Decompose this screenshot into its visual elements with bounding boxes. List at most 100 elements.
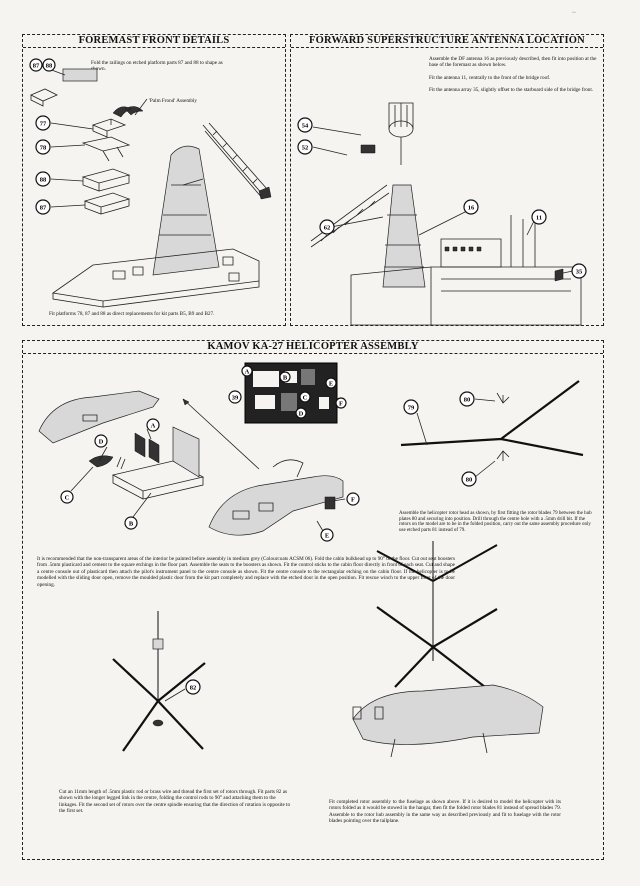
- svg-text:88: 88: [46, 63, 53, 70]
- forward-drawing: 54 52 62 16 11 35: [297, 102, 587, 326]
- svg-text:E: E: [325, 533, 329, 540]
- svg-text:16: 16: [468, 205, 475, 212]
- svg-text:78: 78: [40, 145, 47, 152]
- callout-11: 11: [531, 209, 547, 225]
- foremast-panel: FOREMAST FRONT DETAILS Fold the railings…: [22, 34, 286, 326]
- svg-text:C: C: [65, 495, 70, 502]
- callout-35: 35: [571, 263, 587, 279]
- fret-letter-e: E: [325, 377, 337, 389]
- svg-text:87: 87: [33, 63, 40, 70]
- forward-note-1: Assemble the DF antenna 16 as previously…: [429, 56, 597, 69]
- foremast-instruction-top: Fold the railings on etched platform par…: [91, 60, 223, 73]
- fret-callout-39: 39: [228, 390, 242, 404]
- helicopter-final: [352, 684, 544, 745]
- svg-text:87: 87: [40, 205, 47, 212]
- callout-78: 78: [35, 139, 51, 155]
- rotor-head-text: Assemble the helicopter rotor head as sh…: [399, 511, 592, 533]
- fuselage-interior: [38, 390, 160, 444]
- svg-text:82: 82: [190, 685, 197, 692]
- rotor-blades-79: [400, 380, 584, 457]
- seats: [134, 432, 160, 464]
- instrument-panel: [88, 455, 114, 468]
- svg-text:39: 39: [232, 395, 239, 402]
- svg-text:F: F: [351, 497, 355, 504]
- callout-80-lower: 80: [461, 471, 477, 487]
- svg-text:54: 54: [302, 123, 309, 130]
- foremast-instruction-bottom: Fit platforms 78, 87 and 88 as direct re…: [49, 311, 215, 317]
- svg-text:88: 88: [40, 177, 47, 184]
- bridge-roof-detail: [440, 238, 502, 268]
- interior-text: It is recommended that the non-transpare…: [37, 556, 455, 588]
- callout-87: 87: [29, 58, 43, 72]
- forward-foremast: [382, 184, 426, 288]
- railing-platform-87: [83, 192, 131, 215]
- callout-52: 52: [297, 139, 313, 155]
- fret-letter-d: D: [295, 407, 307, 419]
- rotor-set-lower: [112, 658, 206, 752]
- platform-78: [81, 136, 131, 162]
- etched-door: [324, 496, 336, 510]
- forward-title: FORWARD SUPERSTRUCTURE ANTENNA LOCATION: [291, 35, 603, 48]
- part-letter-c: C: [60, 490, 74, 504]
- rotor-set-folded: [376, 606, 498, 688]
- callout-79: 79: [403, 399, 419, 415]
- foremast-drawing: 87 88 77 78 88 87: [29, 58, 272, 308]
- svg-text:B: B: [129, 521, 134, 528]
- fret-letter-c: C: [299, 391, 311, 403]
- callout-88-lower: 88: [35, 171, 51, 187]
- helicopter-fuselage: [208, 475, 344, 536]
- cabin-bulkhead: [172, 426, 200, 478]
- callout-62: 62: [319, 219, 335, 235]
- callout-77: 77: [35, 115, 51, 131]
- callout-80-upper: 80: [459, 391, 475, 407]
- part-letter-a: A: [146, 418, 160, 432]
- forward-crane: [310, 184, 390, 248]
- palm-frond: [112, 106, 144, 118]
- svg-text:62: 62: [324, 225, 331, 232]
- svg-text:C: C: [303, 395, 308, 402]
- platform-77: [91, 118, 127, 138]
- crane-arm: [202, 122, 268, 200]
- part-letter-b: B: [124, 516, 138, 530]
- foremast-tower: [152, 145, 220, 276]
- page-mark: ~: [572, 9, 576, 17]
- svg-text:D: D: [99, 439, 104, 446]
- svg-text:F: F: [339, 401, 343, 408]
- forward-note-2: Fit the antenna 11, centrally to the fro…: [429, 75, 551, 81]
- kamov-drawing: 39 A B C D E F A D C B F E 80 79 80 82: [38, 362, 584, 758]
- platform-part: [30, 88, 58, 107]
- svg-text:80: 80: [466, 477, 473, 484]
- svg-text:11: 11: [536, 215, 542, 222]
- callout-16: 16: [463, 199, 479, 215]
- palm-frond-label: 'Palm Frond' Assembly: [149, 98, 197, 104]
- forward-note-3: Fit the antenna array 35, slightly offse…: [429, 87, 594, 93]
- kamov-title: KAMOV KA-27 HELICOPTER ASSEMBLY: [23, 341, 603, 354]
- svg-text:77: 77: [40, 121, 47, 128]
- fret-letter-b: B: [279, 371, 291, 383]
- final-text: Fit completed rotor assembly to the fuse…: [329, 799, 561, 825]
- svg-text:A: A: [151, 423, 156, 430]
- callout-54: 54: [297, 117, 313, 133]
- svg-text:79: 79: [408, 405, 415, 412]
- callout-82: 82: [185, 679, 201, 695]
- svg-text:A: A: [245, 369, 250, 376]
- callout-88: 88: [42, 58, 56, 72]
- part-letter-e: E: [320, 528, 334, 542]
- rod-text: Cut an 11mm length of .5mm plastic rod o…: [59, 789, 291, 815]
- etched-platform: [62, 68, 98, 82]
- fret-letter-a: A: [241, 365, 253, 377]
- svg-text:E: E: [329, 381, 333, 388]
- svg-text:52: 52: [302, 145, 309, 152]
- part-letter-f: F: [346, 492, 360, 506]
- fret-letter-f: F: [335, 397, 347, 409]
- kamov-panel: KAMOV KA-27 HELICOPTER ASSEMBLY Assemble…: [22, 340, 604, 860]
- railing-platform-88: [81, 168, 131, 192]
- svg-text:D: D: [299, 411, 304, 418]
- svg-text:B: B: [283, 375, 288, 382]
- bridge-block: [350, 266, 582, 326]
- part-letter-d: D: [94, 434, 108, 448]
- svg-text:35: 35: [576, 269, 583, 276]
- callout-87-lower: 87: [35, 199, 51, 215]
- foremast-title: FOREMAST FRONT DETAILS: [23, 35, 285, 48]
- svg-text:80: 80: [464, 397, 471, 404]
